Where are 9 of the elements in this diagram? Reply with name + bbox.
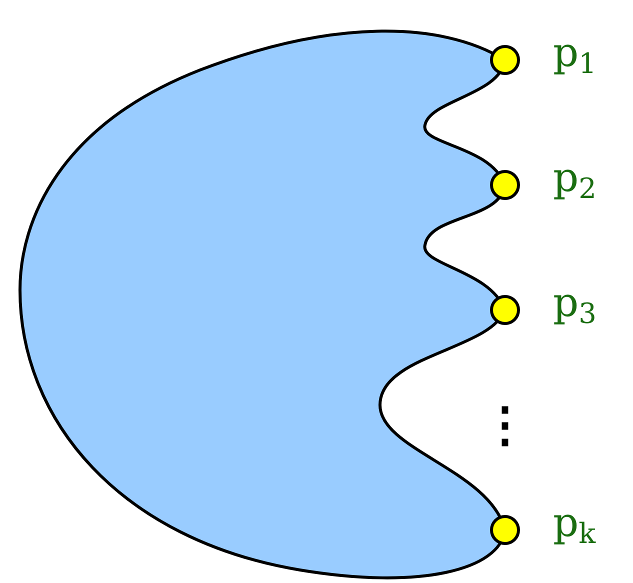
- point-label: p$_{1}$: [553, 33, 596, 78]
- boundary-point: [490, 515, 520, 545]
- boundary-point: [490, 170, 520, 200]
- ellipsis: ⋮: [481, 401, 529, 449]
- boundary-point: [490, 45, 520, 75]
- point-label: p$_{2}$: [553, 158, 596, 203]
- point-label: p$_{k}$: [553, 503, 596, 548]
- boundary-point: [490, 295, 520, 325]
- point-label: p$_{3}$: [553, 283, 596, 328]
